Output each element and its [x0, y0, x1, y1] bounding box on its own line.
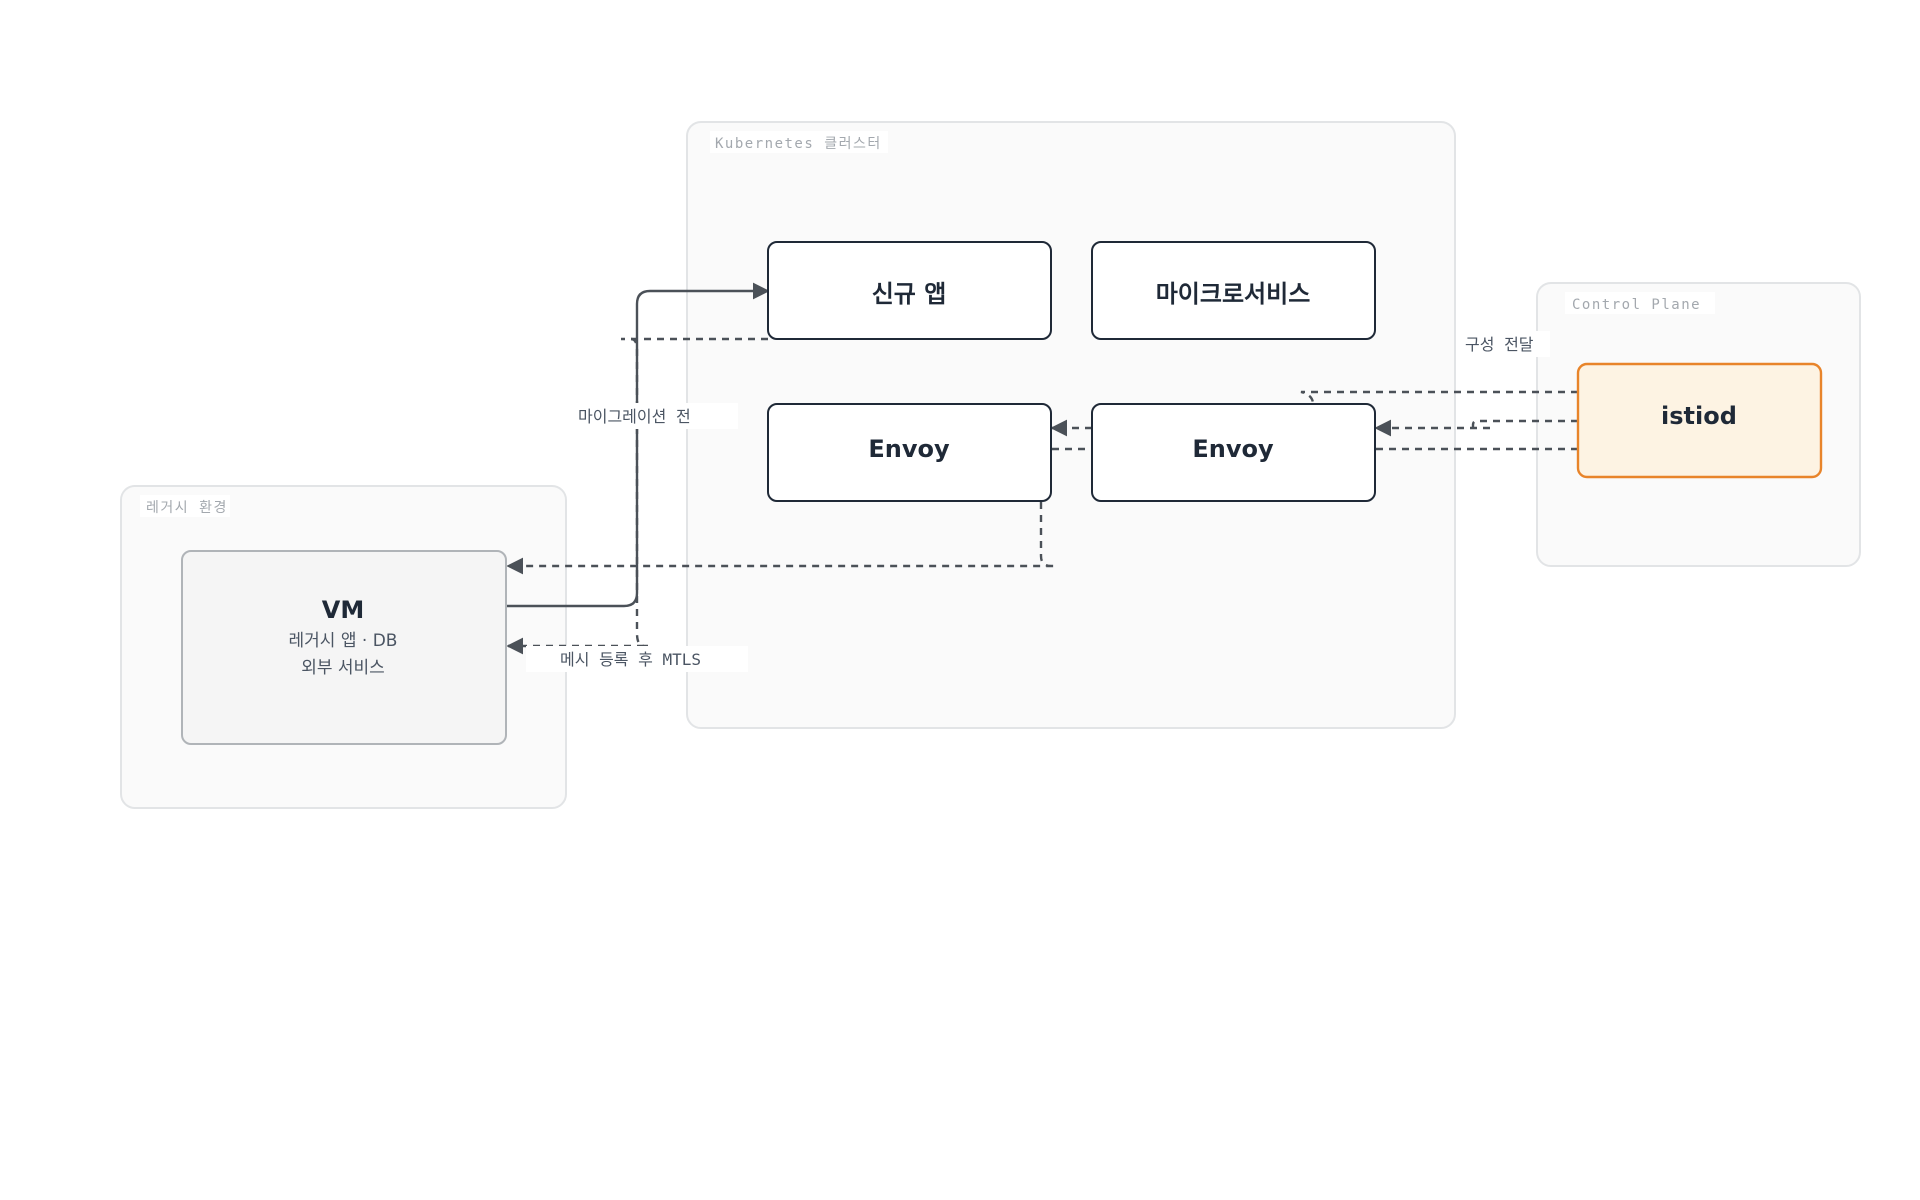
group-label-control-plane: Control Plane: [1572, 297, 1701, 313]
edges: [506, 282, 1578, 655]
node-envoy-left[interactable]: Envoy: [767, 403, 1052, 502]
node-envoy-right-title: Envoy: [1192, 435, 1274, 463]
edge-label-after-mesh-mtls: 메시 등록 후 MTLS: [560, 650, 701, 669]
group-label-legacy: 레거시 환경: [146, 500, 228, 516]
group-label-kubernetes: Kubernetes 클러스터: [715, 136, 882, 152]
node-microservice[interactable]: 마이크로서비스: [1091, 241, 1376, 340]
edge-envoy-left-to-vm: [506, 502, 1056, 575]
edge-return-down: [630, 337, 648, 648]
node-new-app[interactable]: 신규 앱: [767, 241, 1052, 340]
node-vm-subtitle-2: 외부 서비스: [301, 658, 385, 678]
node-vm[interactable]: VM 레거시 앱 · DB 외부 서비스: [181, 550, 507, 745]
node-envoy-left-title: Envoy: [868, 435, 950, 463]
node-istiod[interactable]: istiod: [1576, 362, 1823, 479]
node-new-app-title: 신규 앱: [872, 280, 947, 308]
edge-labels: 마이그레이션 전 메시 등록 후 MTLS 구성 전달: [526, 331, 1550, 672]
edge-istiod-to-envoy-right: [1376, 421, 1578, 432]
edge-vm-to-new-app: [506, 282, 770, 608]
edge-label-before-migration: 마이그레이션 전: [578, 407, 691, 426]
edge-istiod-config-top: [1300, 390, 1578, 405]
node-envoy-right[interactable]: Envoy: [1091, 403, 1376, 502]
edge-label-config-push: 구성 전달: [1465, 335, 1534, 354]
node-microservice-title: 마이크로서비스: [1156, 280, 1311, 308]
node-vm-subtitle-1: 레거시 앱 · DB: [289, 631, 398, 651]
node-istiod-title: istiod: [1661, 402, 1737, 430]
node-vm-title: VM: [322, 596, 364, 624]
